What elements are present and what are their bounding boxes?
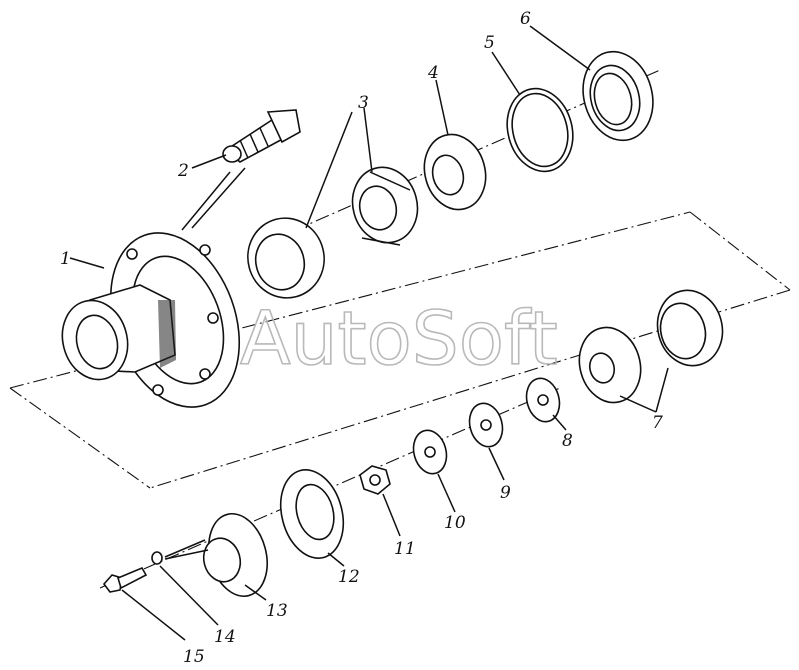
callout-6: 6 [520,9,531,29]
gasket-part-12 [279,469,345,559]
callout-labels: 1 2 3 4 5 6 7 8 9 10 11 12 13 14 15 [60,9,663,667]
axis-left-return [9,387,151,489]
axis-right-return [689,211,791,291]
inner-bearing-part-3 [247,166,419,299]
callout-4: 4 [427,63,439,83]
watermark-text: AutoSoft [240,296,558,382]
retaining-ring-part-5 [506,87,574,173]
leader-lines [69,25,669,641]
lock-washer-part-8 [525,377,561,423]
callout-7: 7 [652,413,663,433]
outer-bearing-part-7 [578,289,724,404]
callout-11: 11 [394,539,416,559]
nut-part-11 [359,465,391,495]
bolt-part-15 [102,566,148,593]
wheel-stud-part-2 [222,109,301,163]
callout-13: 13 [266,601,288,621]
axis-upper [9,211,691,389]
outer-race-part-4 [423,133,487,211]
callout-2: 2 [177,161,189,181]
callout-14: 14 [214,627,236,647]
callout-1: 1 [60,249,71,269]
hub-cap-part-13 [202,512,268,598]
callout-8: 8 [562,431,573,451]
axis-lower [149,289,791,489]
callout-9: 9 [500,483,511,503]
perforated-washer-part-9 [468,402,504,448]
flat-washer-part-10 [412,429,448,475]
callout-12: 12 [338,567,360,587]
callout-15: 15 [183,647,205,667]
callout-5: 5 [484,33,495,53]
wheel-hub-part-1 [61,232,241,408]
callout-10: 10 [444,513,466,533]
oil-seal-part-6 [582,50,654,142]
callout-3: 3 [358,93,369,113]
spring-washer-part-14 [151,551,163,565]
